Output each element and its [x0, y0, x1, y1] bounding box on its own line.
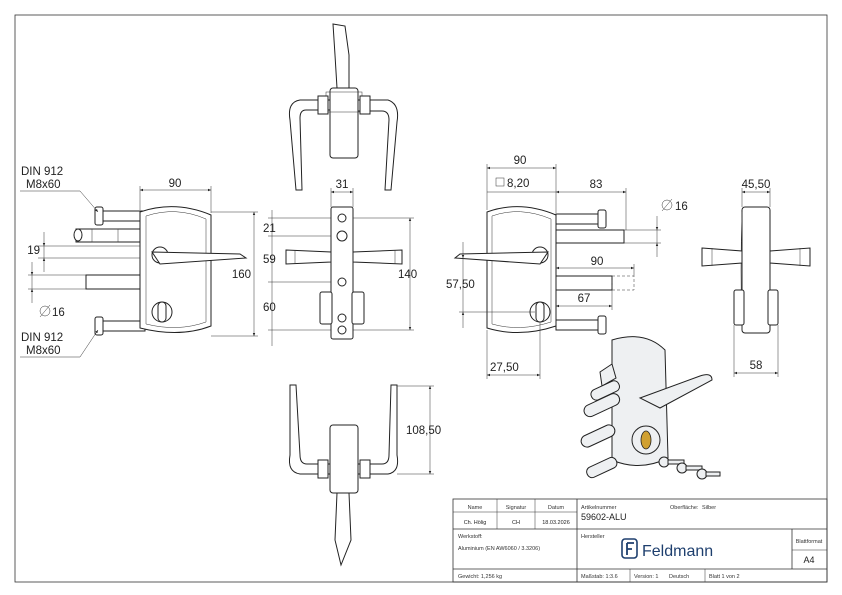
side-view-dimensions: 45,50 58 — [733, 179, 779, 377]
bottom-view — [289, 384, 399, 567]
bottom-view-dimensions: 108,50 — [397, 385, 441, 475]
svg-text:45,50: 45,50 — [742, 179, 771, 191]
svg-text:83: 83 — [590, 179, 603, 191]
svg-text:8,20: 8,20 — [507, 178, 529, 190]
svg-text:Oberfläche:: Oberfläche: — [670, 505, 699, 511]
left-view-dimensions: 90 160 19 16 DIN 912 M8x60 DIN 912 M8x60 — [20, 166, 258, 358]
svg-text:M8x60: M8x60 — [26, 179, 61, 191]
svg-text:Aluminium (EN AW6060 / 3.3206): Aluminium (EN AW6060 / 3.3206) — [458, 546, 540, 552]
svg-text:Silber: Silber — [702, 505, 716, 511]
svg-text:CH: CH — [512, 520, 520, 526]
product-3d-preview — [580, 336, 721, 480]
svg-text:Datum: Datum — [548, 505, 565, 511]
svg-text:Blattformat: Blattformat — [796, 539, 823, 545]
svg-text:59: 59 — [263, 254, 276, 266]
svg-text:90: 90 — [514, 155, 527, 167]
svg-text:16: 16 — [52, 307, 65, 319]
svg-text:DIN 912: DIN 912 — [21, 332, 63, 344]
svg-text:16: 16 — [675, 201, 688, 213]
svg-text:108,50: 108,50 — [406, 425, 441, 437]
svg-text:Artikelnummer: Artikelnummer — [581, 505, 617, 511]
svg-text:57,50: 57,50 — [446, 279, 475, 291]
svg-text:A4: A4 — [803, 555, 814, 565]
sheet-border — [14, 14, 828, 583]
svg-text:Signatur: Signatur — [506, 505, 527, 511]
svg-text:90: 90 — [591, 256, 604, 268]
svg-text:Version: 1: Version: 1 — [634, 574, 658, 580]
feldmann-logo: Feldmann — [621, 538, 713, 560]
svg-text:58: 58 — [750, 360, 763, 372]
title-block: Name Signatur Datum Ch. Hölig CH 18.03.2… — [452, 498, 828, 583]
svg-text:Werkstoff:: Werkstoff: — [458, 534, 483, 540]
svg-text:Gewicht: 1,256 kg: Gewicht: 1,256 kg — [458, 574, 502, 580]
front-view — [285, 206, 403, 340]
svg-text:Hersteller: Hersteller — [581, 534, 605, 540]
svg-text:Ch. Hölig: Ch. Hölig — [464, 520, 487, 526]
right-view — [453, 206, 635, 335]
svg-text:Blatt 1 von 2: Blatt 1 von 2 — [709, 574, 740, 580]
svg-text:21: 21 — [263, 223, 276, 235]
svg-text:27,50: 27,50 — [490, 362, 519, 374]
svg-text:160: 160 — [232, 269, 251, 281]
key-icons — [658, 456, 721, 480]
svg-text:31: 31 — [336, 179, 349, 191]
svg-text:18.03.2026: 18.03.2026 — [542, 520, 570, 526]
svg-text:60: 60 — [263, 302, 276, 314]
front-view-dimensions: 31 21 59 60 140 — [263, 179, 417, 346]
svg-text:Feldmann: Feldmann — [642, 543, 713, 560]
side-view — [701, 206, 811, 334]
svg-text:59602-ALU: 59602-ALU — [581, 512, 627, 522]
svg-text:Maßstab: 1:3.6: Maßstab: 1:3.6 — [581, 574, 618, 580]
right-view-dimensions: 90 8,20 83 16 90 67 57,50 27,50 — [446, 155, 688, 379]
svg-text:Name: Name — [468, 505, 483, 511]
svg-text:Deutsch: Deutsch — [669, 574, 689, 580]
svg-text:M8x60: M8x60 — [26, 345, 61, 357]
svg-text:19: 19 — [27, 245, 40, 257]
svg-text:DIN 912: DIN 912 — [21, 166, 63, 178]
svg-text:140: 140 — [398, 269, 417, 281]
left-view — [73, 206, 248, 336]
top-view — [289, 23, 399, 191]
svg-text:90: 90 — [169, 178, 182, 190]
svg-text:67: 67 — [578, 293, 591, 305]
